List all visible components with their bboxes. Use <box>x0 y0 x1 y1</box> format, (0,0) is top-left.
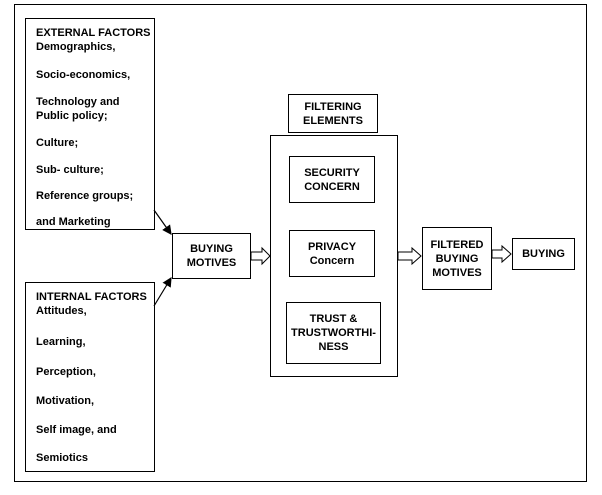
diagram-frame <box>14 4 587 482</box>
filtering-elements-box: SECURITY CONCERN PRIVACY Concern TRUST &… <box>270 135 398 377</box>
external-item-reference-groups: Reference groups; <box>36 190 134 202</box>
arrow-external-to-motives <box>153 209 172 235</box>
external-factors-box: EXTERNAL FACTORS Demographics, Socio-eco… <box>25 18 155 230</box>
block-arrow-motives-to-filtering <box>250 246 271 266</box>
internal-factors-box: INTERNAL FACTORS Attitudes, Learning, Pe… <box>25 282 155 472</box>
internal-item-perception: Perception, <box>36 366 96 378</box>
external-item-culture: Culture; <box>36 137 79 149</box>
filter-privacy-concern: PRIVACY Concern <box>289 230 375 277</box>
internal-item-attitudes: Attitudes, <box>36 305 87 317</box>
filtering-elements-title: FILTERING ELEMENTS <box>288 94 378 133</box>
external-item-technology: Technology and Public policy; <box>36 96 120 122</box>
internal-item-motivation: Motivation, <box>36 395 95 407</box>
internal-item-semiotics: Semiotics <box>36 452 88 464</box>
external-factors-title: EXTERNAL FACTORS <box>36 27 151 39</box>
external-item-demographics: Demographics, <box>36 41 116 53</box>
external-item-marketing: and Marketing <box>36 216 111 228</box>
internal-factors-title: INTERNAL FACTORS <box>36 291 147 303</box>
block-arrow-filtered-to-buying <box>491 244 512 264</box>
external-item-socio-economics: Socio-economics, <box>36 69 131 81</box>
internal-item-self-image: Self image, and <box>36 424 117 436</box>
filtered-buying-motives-box: FILTERED BUYING MOTIVES <box>422 227 492 290</box>
block-arrow-filtering-to-filtered <box>397 246 422 266</box>
buying-box: BUYING <box>512 238 575 270</box>
external-item-sub-culture: Sub- culture; <box>36 164 104 176</box>
arrow-internal-to-motives <box>153 276 172 307</box>
filter-security-concern: SECURITY CONCERN <box>289 156 375 203</box>
internal-item-learning: Learning, <box>36 336 86 348</box>
filter-trust-trustworthiness: TRUST & TRUSTWORTHI- NESS <box>286 302 381 364</box>
